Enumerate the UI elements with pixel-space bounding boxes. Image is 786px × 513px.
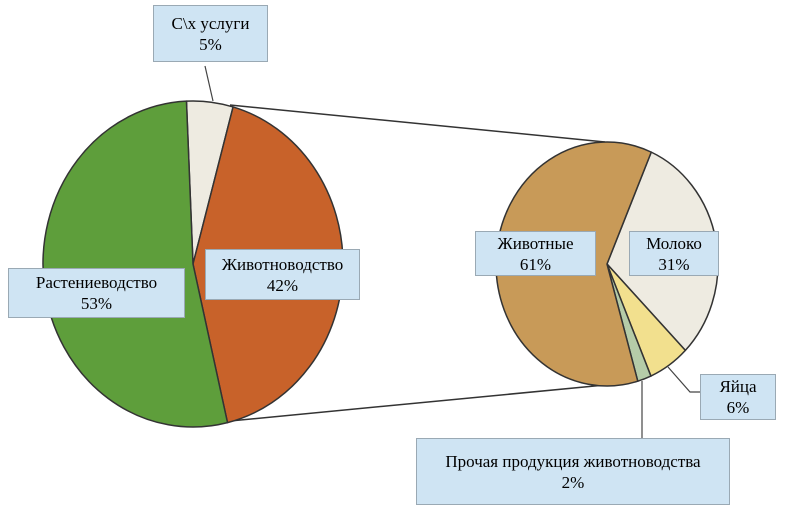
label-value: 61% [519, 254, 552, 274]
label-text: Яйца [719, 377, 757, 396]
label-text: Животные [497, 233, 574, 253]
label-value: 53% [80, 294, 113, 313]
label-value: 2% [561, 472, 585, 492]
label-eggs: Яйца 6% [700, 374, 776, 420]
label-text: Молоко [646, 233, 702, 253]
label-text: Растениеводство [35, 273, 158, 292]
connector-line-top [229, 104, 606, 143]
label-crops: Растениеводство 53% [8, 268, 185, 318]
connector-line-bottom [229, 384, 606, 422]
leader-line-cx [204, 65, 214, 102]
label-text: C\x услуги [171, 13, 250, 33]
label-value: 31% [658, 254, 690, 274]
label-value: 6% [726, 398, 750, 417]
label-text: Прочая продукция животноводства [445, 451, 701, 471]
label-value: 42% [266, 275, 299, 295]
label-value: 5% [199, 34, 222, 54]
label-text: Животноводство [221, 254, 344, 274]
leader-line-eggs [667, 366, 700, 393]
